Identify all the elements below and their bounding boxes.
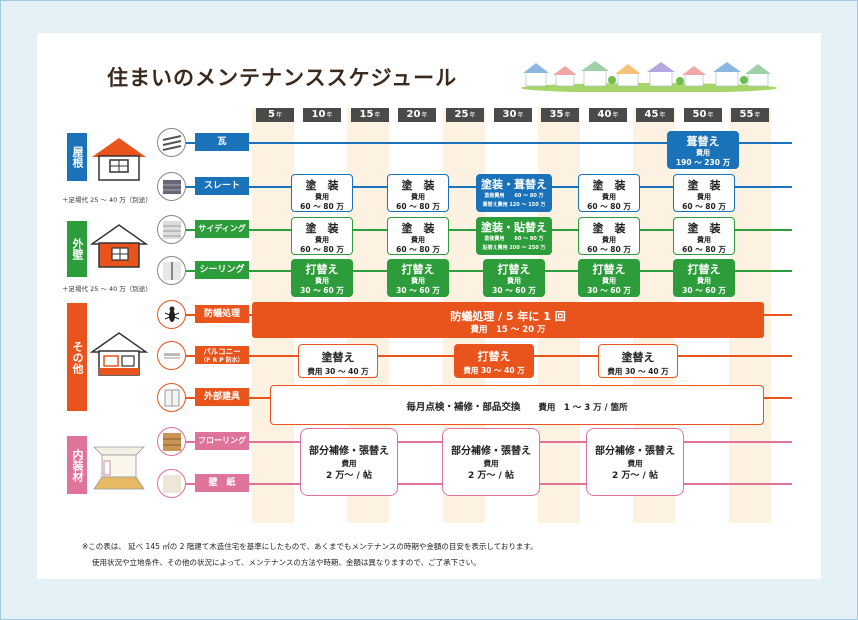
year-tick-50: 50年: [684, 108, 722, 122]
termite-treatment-bar: 防蟻処理 / 5 年に 1 回費用 15 ～ 20 万: [252, 302, 764, 338]
year-tick-40: 40年: [589, 108, 627, 122]
sealing-icon: [157, 256, 186, 285]
house-illustration-1: [523, 63, 549, 87]
year-tick-55: 55年: [731, 108, 769, 122]
row-label-balcony: バルコニー（F R P 防水）: [195, 346, 249, 364]
row-label-fittings: 外部建具: [195, 388, 249, 406]
row-label-kawara: 瓦: [195, 133, 249, 151]
room-illustration: [93, 446, 145, 490]
slate-icon: [157, 172, 186, 201]
house-icon-roof: [92, 138, 146, 181]
year-tick-45: 45年: [636, 108, 674, 122]
balcony-repaint-box-40: 塗替え費用 30 ～ 40 万: [598, 344, 678, 378]
tree-illustration: [740, 76, 748, 84]
slate-paint-replace-box-30: 塗装・葺替え塗装費用 60 ～ 80 万葺替え費用 120 ～ 150 万: [476, 174, 552, 212]
exterior-fittings-bar: 毎月点検・補修・部品交換費用 1 ～ 3 万 / 箇所: [270, 385, 764, 425]
year-tick-25: 25年: [446, 108, 484, 122]
footnote-line-1: ※この表は、 延べ 145 ㎡の 2 階建て木造住宅を基準にしたもので、あくまで…: [82, 542, 538, 551]
house-illustration-7: [713, 62, 741, 87]
tile-icon: [157, 128, 186, 157]
house-illustration-8: [745, 64, 771, 87]
row-label-slate: スレート: [195, 177, 249, 195]
wallpaper-icon: [157, 469, 186, 498]
house-icon-other: [90, 332, 148, 376]
balcony-icon: [157, 341, 186, 370]
row-label-siding: サイディング: [195, 220, 249, 238]
year-tick-35: 35年: [541, 108, 579, 122]
row-label-wallpaper: 壁 紙: [195, 474, 249, 492]
category-roof: 屋根: [67, 133, 87, 181]
house-illustration-6: [682, 66, 706, 87]
siding-paint-replace-box-30: 塗装・貼替え塗装費用 60 ～ 80 万貼替え費用 200 ～ 250 万: [476, 217, 552, 255]
house-illustration-3: [581, 61, 609, 87]
window-icon: [157, 383, 186, 412]
siding-icon: [157, 215, 186, 244]
row-label-flooring: フローリング: [195, 432, 249, 450]
category-other: その他: [67, 303, 87, 411]
house-illustration-4: [615, 64, 641, 87]
house-icon-wall: [90, 224, 148, 268]
category-wall: 外壁: [67, 221, 87, 277]
year-tick-5: 5年: [256, 108, 294, 122]
house-illustration-2: [553, 66, 577, 87]
flooring-icon: [157, 427, 186, 456]
footnote-line-2: 使用状況や立地条件、その他の状況によって、メンテナンスの方法や時期、金額は異なり…: [92, 558, 481, 567]
year-tick-30: 30年: [494, 108, 532, 122]
tree-illustration: [676, 77, 684, 85]
town-illustration: [521, 61, 777, 92]
house-illustration-5: [647, 62, 675, 87]
note-roof-scaffold: ＋足場代 25 ～ 40 万（別途）: [62, 196, 152, 204]
page-title: 住まいのメンテナンススケジュール: [107, 66, 458, 90]
timeline-line-kawara: [178, 142, 792, 144]
row-label-termite: 防蟻処理: [195, 305, 249, 323]
row-label-sealing: シーリング: [195, 261, 249, 279]
year-tick-15: 15年: [351, 108, 389, 122]
balcony-repaint-box-10: 塗替え費用 30 ～ 40 万: [298, 344, 378, 378]
termite-icon: [157, 300, 186, 329]
balcony-redo-box-25: 打替え費用 30 ～ 40 万: [454, 344, 534, 378]
year-tick-20: 20年: [398, 108, 436, 122]
category-interior: 内装材: [67, 436, 87, 494]
note-wall-scaffold: ＋足場代 25 ～ 40 万（別途）: [62, 285, 152, 293]
tree-illustration: [608, 76, 616, 84]
year-tick-10: 10年: [303, 108, 341, 122]
